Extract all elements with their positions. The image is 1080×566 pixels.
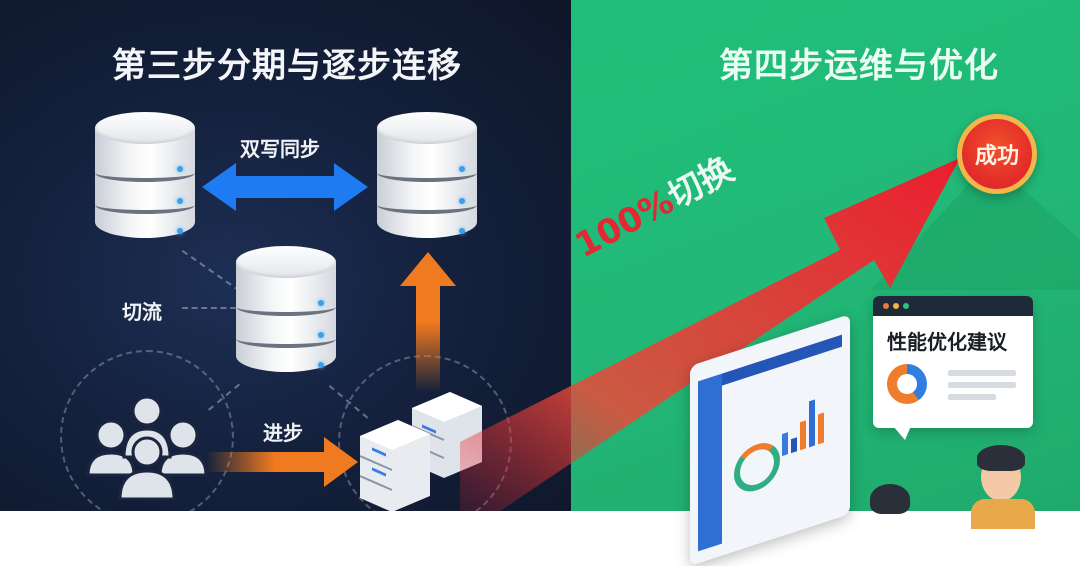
middle-database-icon [236,246,336,386]
source-database-icon [95,112,195,252]
step-three-panel: 第三步分期与逐步连移 双写同步 切流 [0,0,571,511]
target-database-icon [377,112,477,252]
cut-flow-label: 切流 [122,300,162,324]
connector-line [181,250,241,292]
dual-write-label: 双写同步 [240,137,320,161]
rise-arrow-icon [460,158,960,511]
bar-chart-icon [782,392,824,457]
success-badge: 成功 [957,114,1037,194]
window-titlebar [873,296,1033,316]
card-title: 性能优化建议 [887,330,1007,354]
optimization-suggestion-card: 性能优化建议 [873,296,1033,440]
donut-chart-icon [887,364,927,404]
step-four-title: 第四步运维与优化 [719,46,999,86]
step-three-title: 第三步分期与逐步连移 [112,46,462,86]
bidirectional-arrow-icon [202,163,368,211]
users-zone-circle [60,350,234,511]
arrow-right-icon [206,437,358,487]
donut-chart-icon [734,436,780,498]
arrow-shadow [871,160,1080,290]
progress-label: 进步 [263,421,303,445]
users-group-icon [86,395,208,500]
arrow-up-icon [400,252,456,392]
connector-line [182,307,236,309]
